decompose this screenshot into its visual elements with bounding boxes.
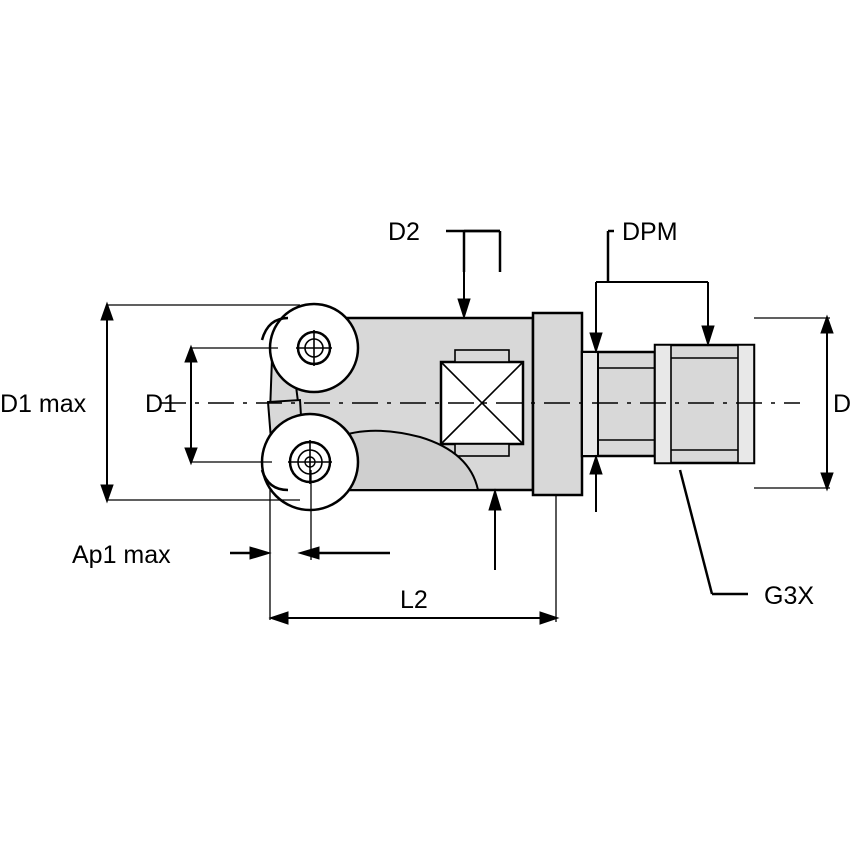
bore-diagonal-2 — [440, 361, 524, 445]
nose-arc-bottom — [260, 469, 289, 492]
bore-bottom-step — [454, 443, 510, 457]
dim-d-arrow-top — [820, 314, 834, 334]
dim-d1max-arrow-bottom — [100, 484, 114, 504]
insert-pocket-shadow — [328, 429, 480, 491]
shank-chamfer-right — [737, 344, 755, 464]
label-d1max: D1 max — [0, 390, 87, 418]
dim-d1max-arrow-top — [100, 301, 114, 321]
label-ap1max: Ap1 max — [72, 541, 171, 569]
label-d: D — [833, 390, 851, 418]
dim-d1-arrow-top — [184, 344, 198, 363]
flange-collar — [531, 311, 584, 497]
bore-top-step — [454, 349, 510, 363]
dim-l2-arrow-right — [539, 611, 560, 625]
shank-chamfer-left — [654, 344, 672, 464]
dim-dpm-lower-arrow — [589, 454, 603, 475]
dim-l2-arrow-left — [268, 611, 289, 625]
dim-d-arrow-bottom — [820, 472, 834, 492]
label-d2: D2 — [388, 218, 420, 246]
label-l2: L2 — [400, 586, 428, 614]
dim-d2-arrow — [457, 298, 471, 320]
dim-dpm-arrow-left — [589, 332, 603, 354]
nose-arc-top — [260, 316, 289, 341]
label-dpm: DPM — [622, 218, 678, 246]
dim-ap1-arrow-right — [249, 546, 272, 560]
dim-ap1-arrow-left — [297, 546, 320, 560]
dim-g3x-leader-diag — [678, 469, 714, 595]
dim-dpm-arrow-right — [701, 325, 715, 347]
dimension-lines — [100, 229, 834, 625]
neck-step — [581, 351, 599, 457]
dim-d1-arrow-bottom — [184, 447, 198, 466]
dimension-labels: D1 max D1 D2 DPM D G3X Ap1 max L2 — [0, 218, 851, 614]
label-d1: D1 — [145, 390, 177, 418]
dim-d2-bottom-arrow — [488, 488, 502, 511]
label-g3x: G3X — [764, 582, 814, 610]
part-geometry — [160, 302, 800, 512]
